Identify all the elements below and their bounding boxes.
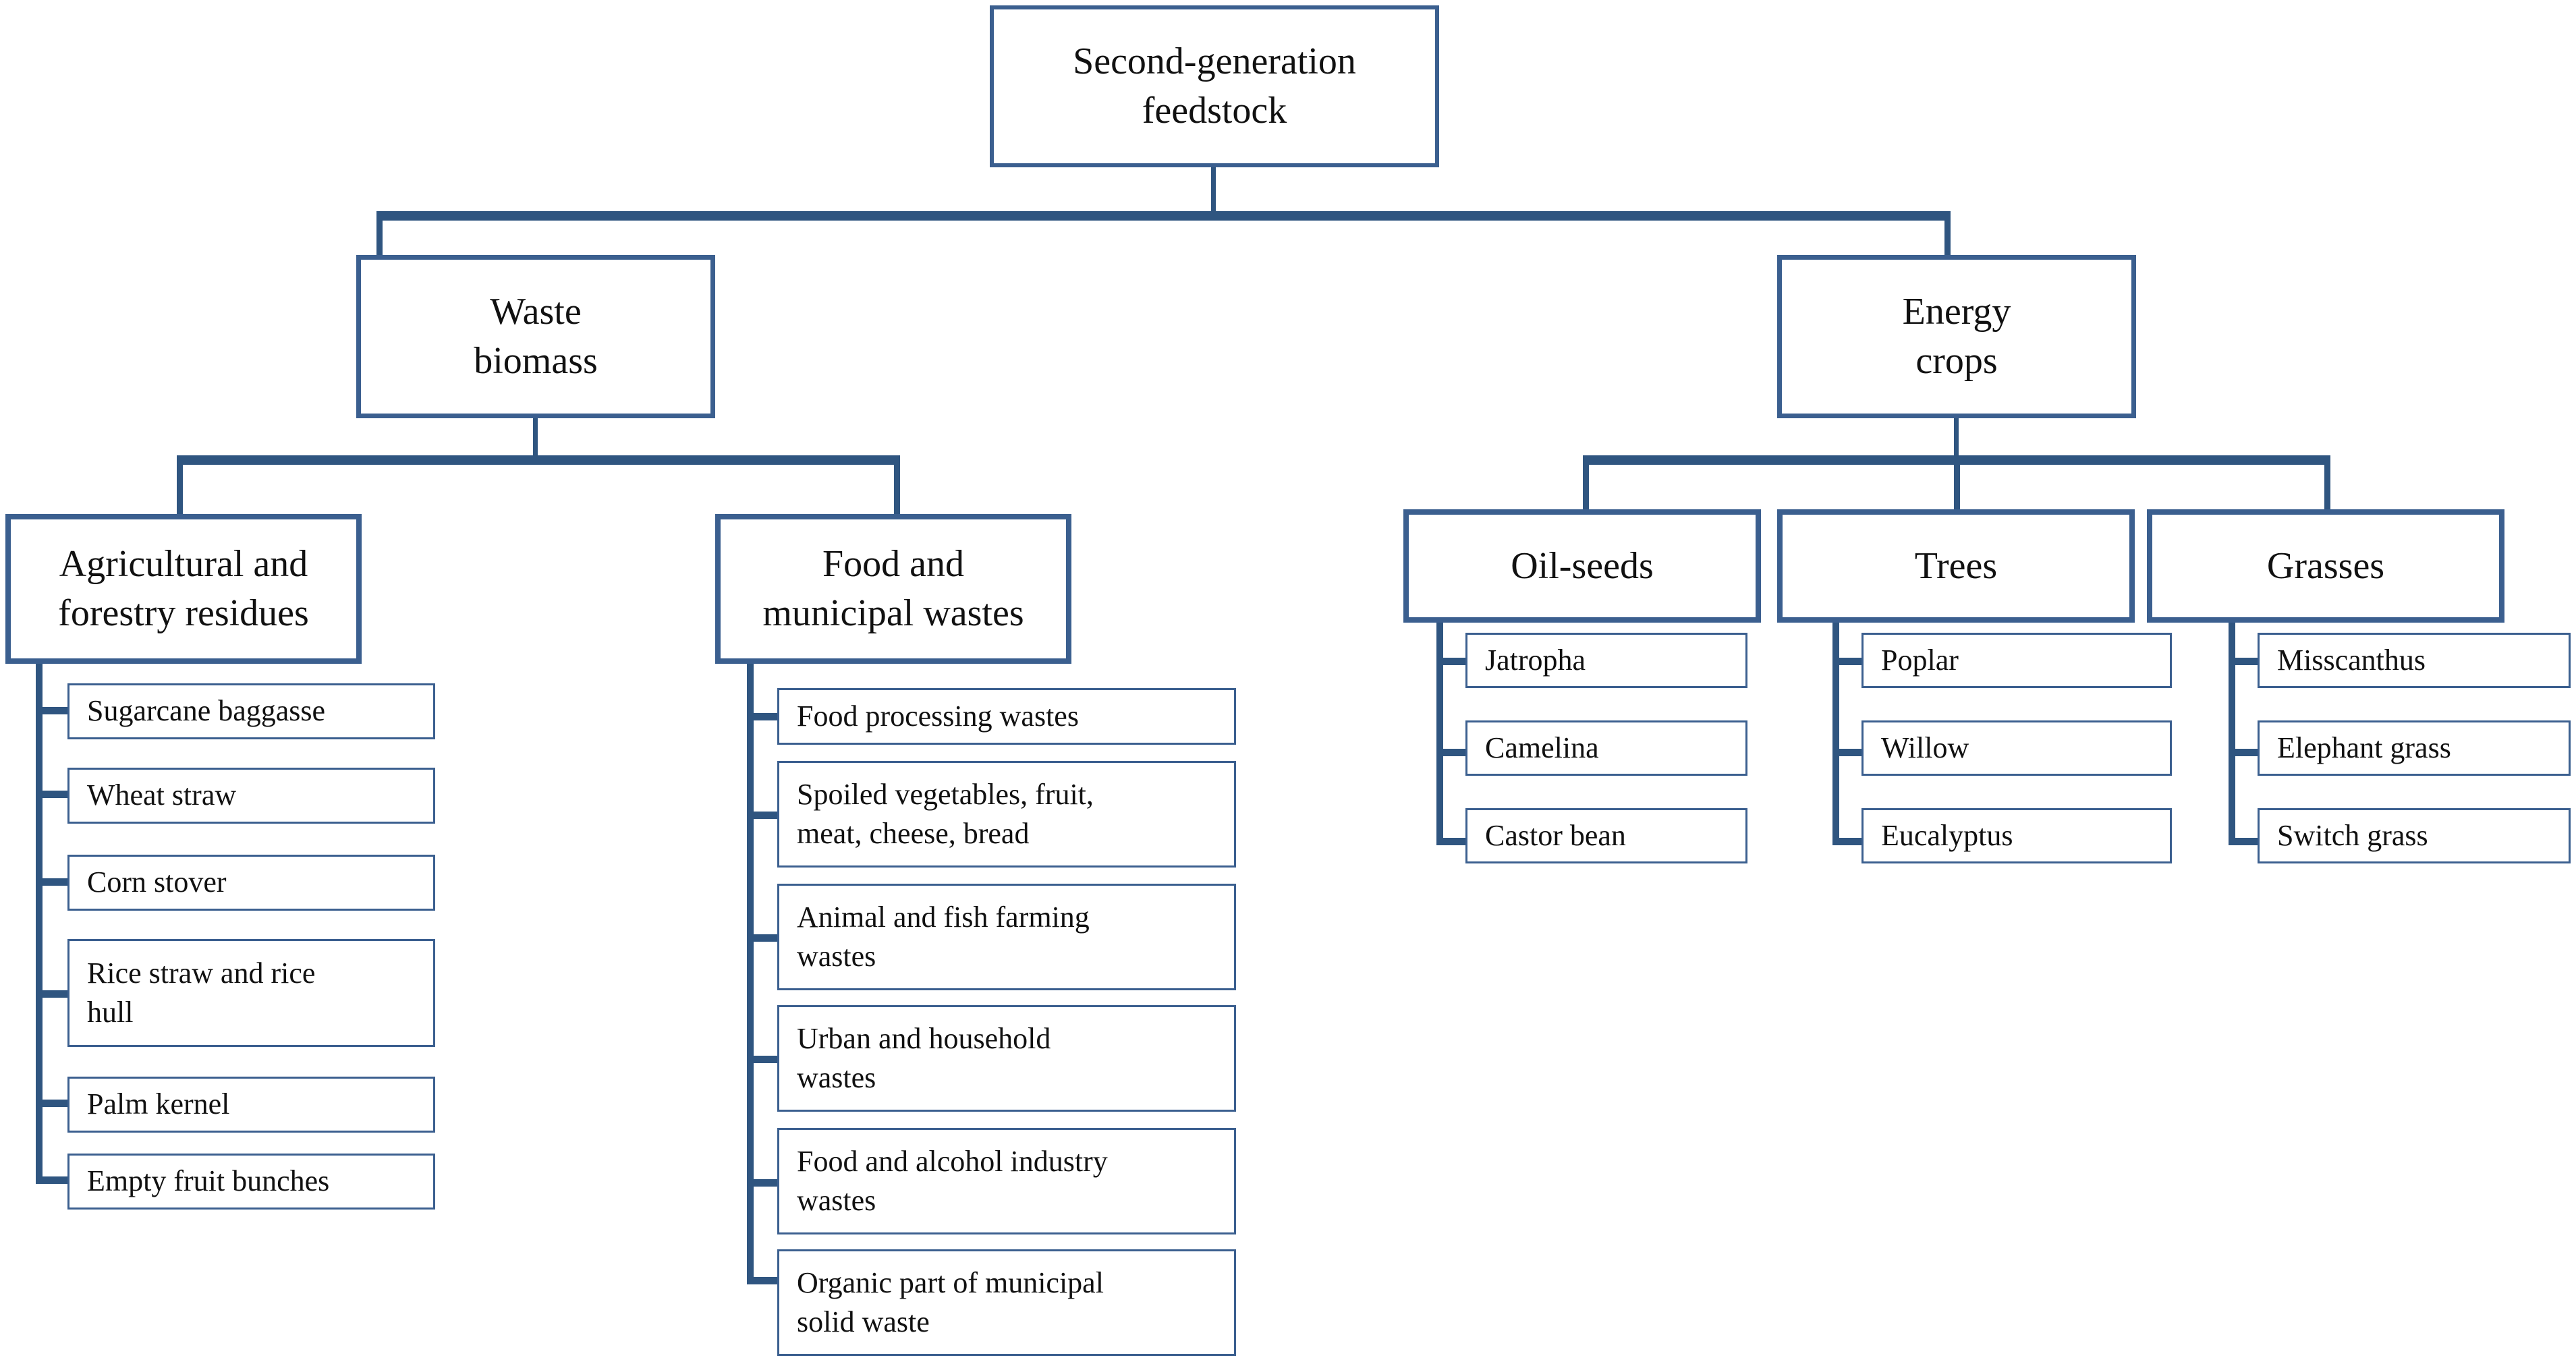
connector-stub-food-5 bbox=[747, 1179, 782, 1187]
connector-root-stem bbox=[1211, 167, 1216, 216]
connector-spine-oil-seeds bbox=[1436, 623, 1443, 845]
leaf-label: Poplar bbox=[1881, 643, 1959, 677]
leaf-item[interactable]: Willow bbox=[1861, 720, 2172, 776]
leaf-item[interactable]: Rice straw and rice hull bbox=[67, 939, 435, 1047]
leaf-label: Wheat straw bbox=[87, 778, 237, 812]
leaf-item[interactable]: Food processing wastes bbox=[777, 688, 1236, 745]
leaf-label: Jatropha bbox=[1485, 643, 1586, 677]
connector-stub-agri-4 bbox=[36, 990, 71, 998]
leaf-item[interactable]: Urban and household wastes bbox=[777, 1005, 1236, 1112]
leaf-item[interactable]: Wheat straw bbox=[67, 768, 435, 824]
connector-stub-agri-3 bbox=[36, 878, 71, 886]
connector-drop-trees bbox=[1954, 455, 1960, 526]
connector-stub-trees-1 bbox=[1832, 658, 1865, 665]
connector-level1-bus bbox=[378, 211, 1950, 221]
leaf-item[interactable]: Empty fruit bunches bbox=[67, 1154, 435, 1210]
node-agricultural-forestry-residues[interactable]: Agricultural and forestry residues bbox=[5, 514, 362, 664]
leaf-label: Misscanthus bbox=[2277, 643, 2426, 677]
connector-drop-waste-biomass bbox=[376, 211, 383, 257]
connector-stub-food-1 bbox=[747, 713, 782, 720]
node-waste-biomass[interactable]: Waste biomass bbox=[356, 255, 715, 418]
leaf-item[interactable]: Elephant grass bbox=[2258, 720, 2571, 776]
connector-stub-grasses-2 bbox=[2229, 749, 2261, 756]
connector-energy-crops-stem bbox=[1954, 418, 1959, 460]
node-label: Agricultural and forestry residues bbox=[58, 543, 309, 634]
leaf-item[interactable]: Castor bean bbox=[1465, 808, 1747, 863]
leaf-label: Food processing wastes bbox=[797, 699, 1079, 733]
connector-waste-biomass-bus bbox=[177, 455, 900, 465]
node-label: Trees bbox=[1914, 544, 1998, 587]
connector-drop-food-municipal bbox=[894, 455, 900, 526]
leaf-item[interactable]: Spoiled vegetables, fruit, meat, cheese,… bbox=[777, 761, 1236, 868]
connector-stub-food-4 bbox=[747, 1056, 782, 1063]
node-grasses[interactable]: Grasses bbox=[2147, 509, 2504, 623]
leaf-label: Eucalyptus bbox=[1881, 818, 2013, 852]
connector-stub-trees-2 bbox=[1832, 749, 1865, 756]
node-label: Energy crops bbox=[1902, 291, 2011, 382]
connector-stub-food-6 bbox=[747, 1277, 782, 1284]
leaf-item[interactable]: Eucalyptus bbox=[1861, 808, 2172, 863]
leaf-label: Animal and fish farming wastes bbox=[797, 900, 1090, 973]
node-oil-seeds[interactable]: Oil-seeds bbox=[1403, 509, 1761, 623]
leaf-item[interactable]: Food and alcohol industry wastes bbox=[777, 1128, 1236, 1234]
connector-stub-oilseeds-2 bbox=[1436, 749, 1469, 756]
connector-stub-food-2 bbox=[747, 812, 782, 819]
node-label: Food and municipal wastes bbox=[762, 543, 1024, 634]
leaf-item[interactable]: Poplar bbox=[1861, 633, 2172, 688]
leaf-label: Camelina bbox=[1485, 731, 1599, 764]
connector-waste-biomass-stem bbox=[533, 418, 538, 460]
connector-spine-trees bbox=[1832, 623, 1839, 845]
connector-spine-food-municipal bbox=[747, 664, 754, 1284]
leaf-label: Switch grass bbox=[2277, 818, 2428, 852]
leaf-item[interactable]: Camelina bbox=[1465, 720, 1747, 776]
connector-stub-grasses-1 bbox=[2229, 658, 2261, 665]
node-trees[interactable]: Trees bbox=[1777, 509, 2135, 623]
leaf-item[interactable]: Misscanthus bbox=[2258, 633, 2571, 688]
connector-stub-oilseeds-3 bbox=[1436, 838, 1469, 845]
connector-stub-agri-1 bbox=[36, 707, 71, 714]
leaf-label: Organic part of municipal solid waste bbox=[797, 1266, 1104, 1338]
node-label: Oil-seeds bbox=[1511, 544, 1654, 587]
leaf-label: Food and alcohol industry wastes bbox=[797, 1144, 1108, 1217]
leaf-item[interactable]: Corn stover bbox=[67, 855, 435, 911]
connector-stub-agri-2 bbox=[36, 791, 71, 798]
leaf-item[interactable]: Sugarcane baggasse bbox=[67, 683, 435, 739]
node-label: Grasses bbox=[2266, 544, 2385, 587]
connector-stub-food-3 bbox=[747, 934, 782, 942]
connector-stub-trees-3 bbox=[1832, 838, 1865, 845]
leaf-label: Castor bean bbox=[1485, 818, 1626, 852]
leaf-label: Rice straw and rice hull bbox=[87, 956, 316, 1029]
connector-stub-grasses-3 bbox=[2229, 838, 2261, 845]
connector-stub-agri-5 bbox=[36, 1100, 71, 1107]
leaf-label: Palm kernel bbox=[87, 1087, 230, 1121]
connector-spine-grasses bbox=[2229, 623, 2235, 845]
connector-drop-grasses bbox=[2324, 455, 2330, 526]
leaf-item[interactable]: Organic part of municipal solid waste bbox=[777, 1249, 1236, 1356]
node-food-municipal-wastes[interactable]: Food and municipal wastes bbox=[715, 514, 1071, 664]
leaf-item[interactable]: Switch grass bbox=[2258, 808, 2571, 863]
leaf-label: Corn stover bbox=[87, 865, 227, 899]
node-energy-crops[interactable]: Energy crops bbox=[1777, 255, 2136, 418]
connector-spine-agri-residues bbox=[36, 664, 43, 1183]
leaf-label: Empty fruit bunches bbox=[87, 1164, 330, 1198]
leaf-label: Sugarcane baggasse bbox=[87, 694, 326, 728]
leaf-label: Elephant grass bbox=[2277, 731, 2451, 764]
connector-drop-oil-seeds bbox=[1583, 455, 1589, 526]
connector-stub-oilseeds-1 bbox=[1436, 658, 1469, 665]
connector-drop-energy-crops bbox=[1944, 211, 1951, 257]
leaf-item[interactable]: Animal and fish farming wastes bbox=[777, 884, 1236, 990]
node-label: Second-generation feedstock bbox=[1073, 40, 1356, 132]
leaf-label: Willow bbox=[1881, 731, 1969, 764]
connector-drop-agri-residues bbox=[177, 455, 183, 526]
node-second-generation-feedstock[interactable]: Second-generation feedstock bbox=[990, 5, 1439, 167]
leaf-item[interactable]: Palm kernel bbox=[67, 1077, 435, 1133]
connector-stub-agri-6 bbox=[36, 1176, 71, 1184]
leaf-label: Spoiled vegetables, fruit, meat, cheese,… bbox=[797, 777, 1094, 850]
node-label: Waste biomass bbox=[474, 291, 598, 382]
leaf-label: Urban and household wastes bbox=[797, 1021, 1051, 1094]
leaf-item[interactable]: Jatropha bbox=[1465, 633, 1747, 688]
